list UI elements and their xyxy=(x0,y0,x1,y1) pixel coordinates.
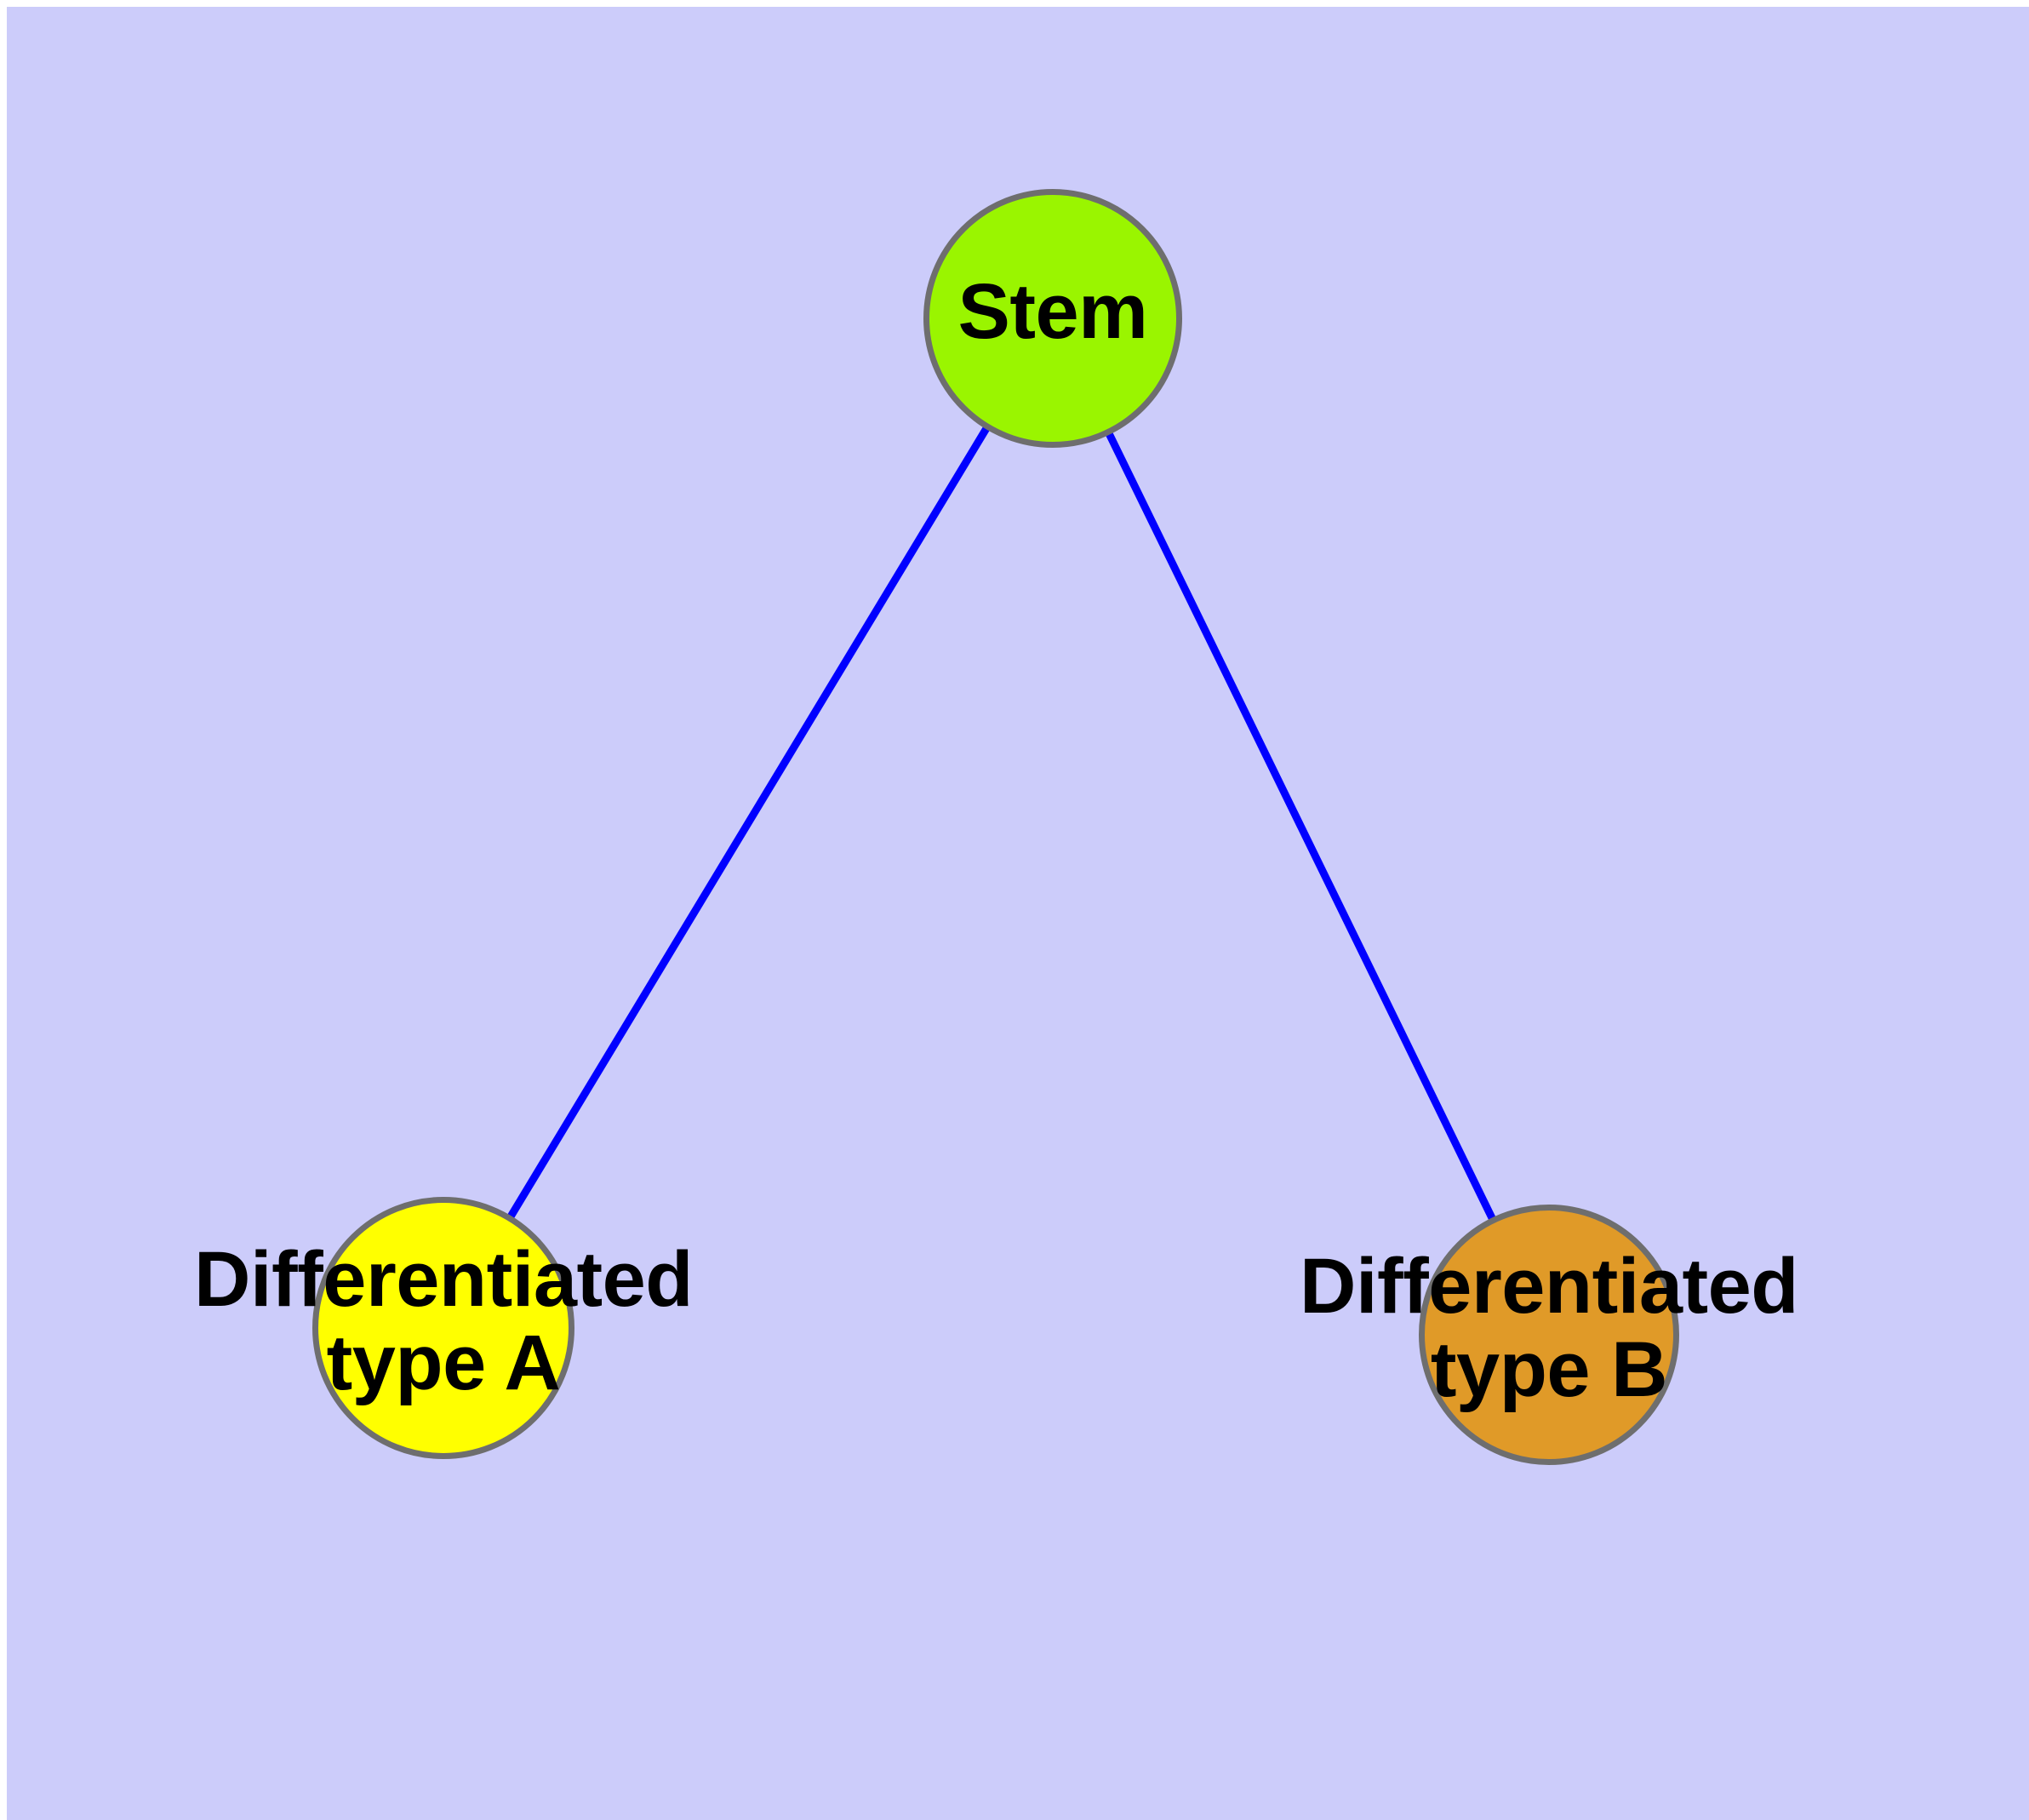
graph-node-stem[interactable] xyxy=(923,189,1182,448)
graph-node-diff_a[interactable] xyxy=(312,1197,574,1459)
graph-node-diff_b[interactable] xyxy=(1419,1205,1679,1465)
edges-group xyxy=(440,316,1553,1336)
graph-edge[interactable] xyxy=(440,316,1056,1331)
graph-edge[interactable] xyxy=(1049,317,1553,1336)
